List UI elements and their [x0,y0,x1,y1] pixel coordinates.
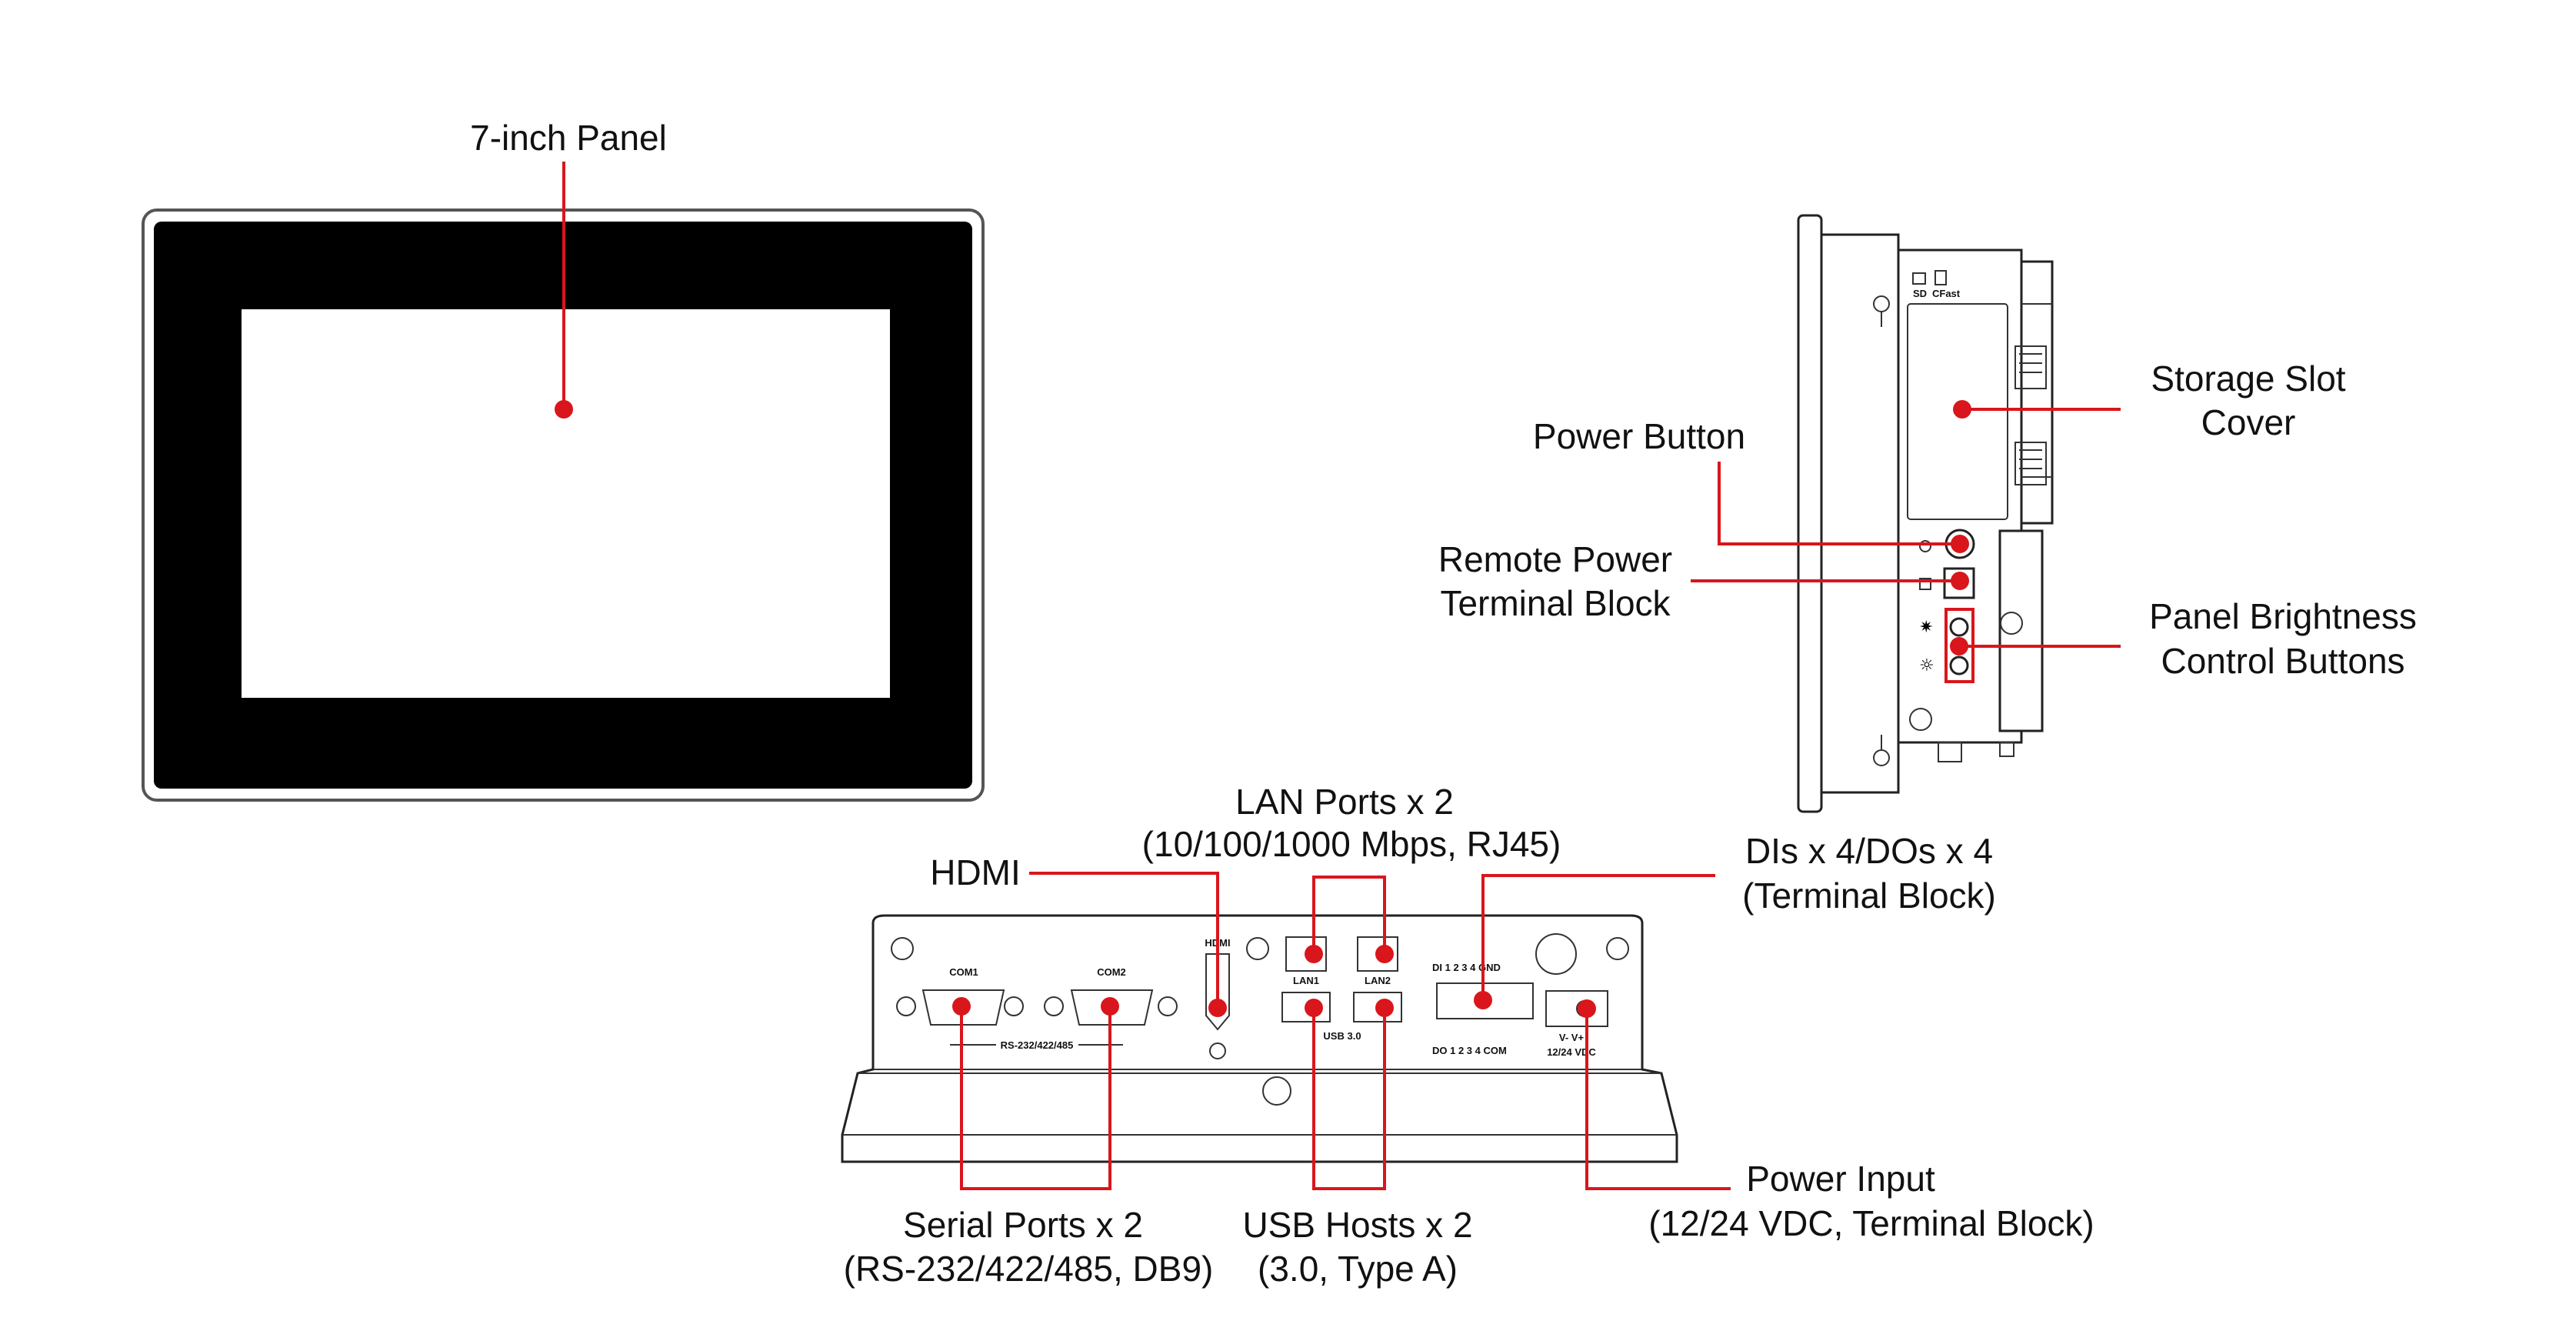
label-serial-1: Serial Ports x 2 [903,1205,1143,1245]
label-7-inch-panel: 7-inch Panel [470,118,667,158]
silk-lan2: LAN2 [1365,975,1391,986]
label-dio-1: DIs x 4/DOs x 4 [1745,831,1993,871]
label-serial-2: (RS-232/422/485, DB9) [844,1249,1214,1289]
side-front-frame [1797,214,1823,813]
silk-rs: RS-232/422/485 [1001,1039,1074,1051]
silk-di-row: DI 1 2 3 4 GND [1432,962,1501,973]
power-button-leader [1718,462,1960,545]
brightness-up-button [1949,617,1969,637]
usb-leader [1312,1008,1386,1190]
side-rear-block [2020,260,2054,525]
silk-lan1: LAN1 [1293,975,1319,986]
usb2-port [1353,992,1402,1022]
label-dio-2: (Terminal Block) [1742,876,1996,916]
label-power-input-2: (12/24 VDC, Terminal Block) [1648,1203,2094,1243]
storage-slot-cover [1907,303,2008,520]
serial-leader [960,1006,1111,1190]
slot-label-sd: SD [1913,288,1927,299]
silk-vdc: 12/24 VDC [1547,1046,1596,1058]
front-panel-view: 7-inch Panel [142,118,985,802]
label-usb-1: USB Hosts x 2 [1242,1205,1472,1245]
dio-leader [1481,874,1715,1000]
silk-vv: V- V+ [1559,1032,1585,1043]
label-hdmi: HDMI [930,852,1021,892]
hdmi-port [1205,953,1230,1031]
label-remote-power-1: Remote Power [1438,539,1672,579]
lan1-port [1285,936,1327,972]
brightness-down-icon: ☼ [1919,656,1934,676]
side-housing [1820,233,1900,794]
label-remote-power-2: Terminal Block [1440,583,1671,623]
com1-port [921,989,1005,1026]
hdmi-leader [1029,872,1219,1008]
label-brightness-2: Control Buttons [2161,641,2404,681]
panel-screen [242,309,890,698]
power-input-terminal [1545,990,1608,1027]
io-view: COM1 COM2 RS-232/422/485 HDMI LAN1 LAN2 … [841,782,2094,1289]
panel-dot [555,400,573,419]
lan-leader [1312,876,1386,954]
slot-label-cfast: CFast [1932,288,1961,299]
label-storage-1: Storage Slot [2151,359,2345,399]
io-housing [841,914,1678,1163]
dio-terminal [1436,982,1534,1019]
silk-usb30: USB 3.0 [1323,1030,1361,1042]
power-input-leader [1585,1009,1731,1190]
label-power-input-1: Power Input [1746,1159,1935,1199]
side-view: SD CFast ✷ ☼ Power Button [1438,214,2417,813]
label-lan-2: (10/100/1000 Mbps, RJ45) [1142,824,1561,864]
side-rear-lower [1998,529,2044,732]
silk-do-row: DO 1 2 3 4 COM [1432,1045,1507,1056]
silk-com2: COM2 [1097,966,1126,978]
label-lan-1: LAN Ports x 2 [1235,782,1454,822]
label-storage-2: Cover [2201,402,2296,442]
label-power-button: Power Button [1533,416,1745,456]
lan2-port [1357,936,1398,972]
silk-com1: COM1 [949,966,978,978]
label-usb-2: (3.0, Type A) [1258,1249,1458,1289]
brightness-up-icon: ✷ [1919,618,1933,637]
usb1-port [1281,992,1331,1022]
brightness-down-button [1949,655,1969,676]
label-brightness-1: Panel Brightness [2149,596,2417,636]
com2-port [1070,989,1154,1026]
